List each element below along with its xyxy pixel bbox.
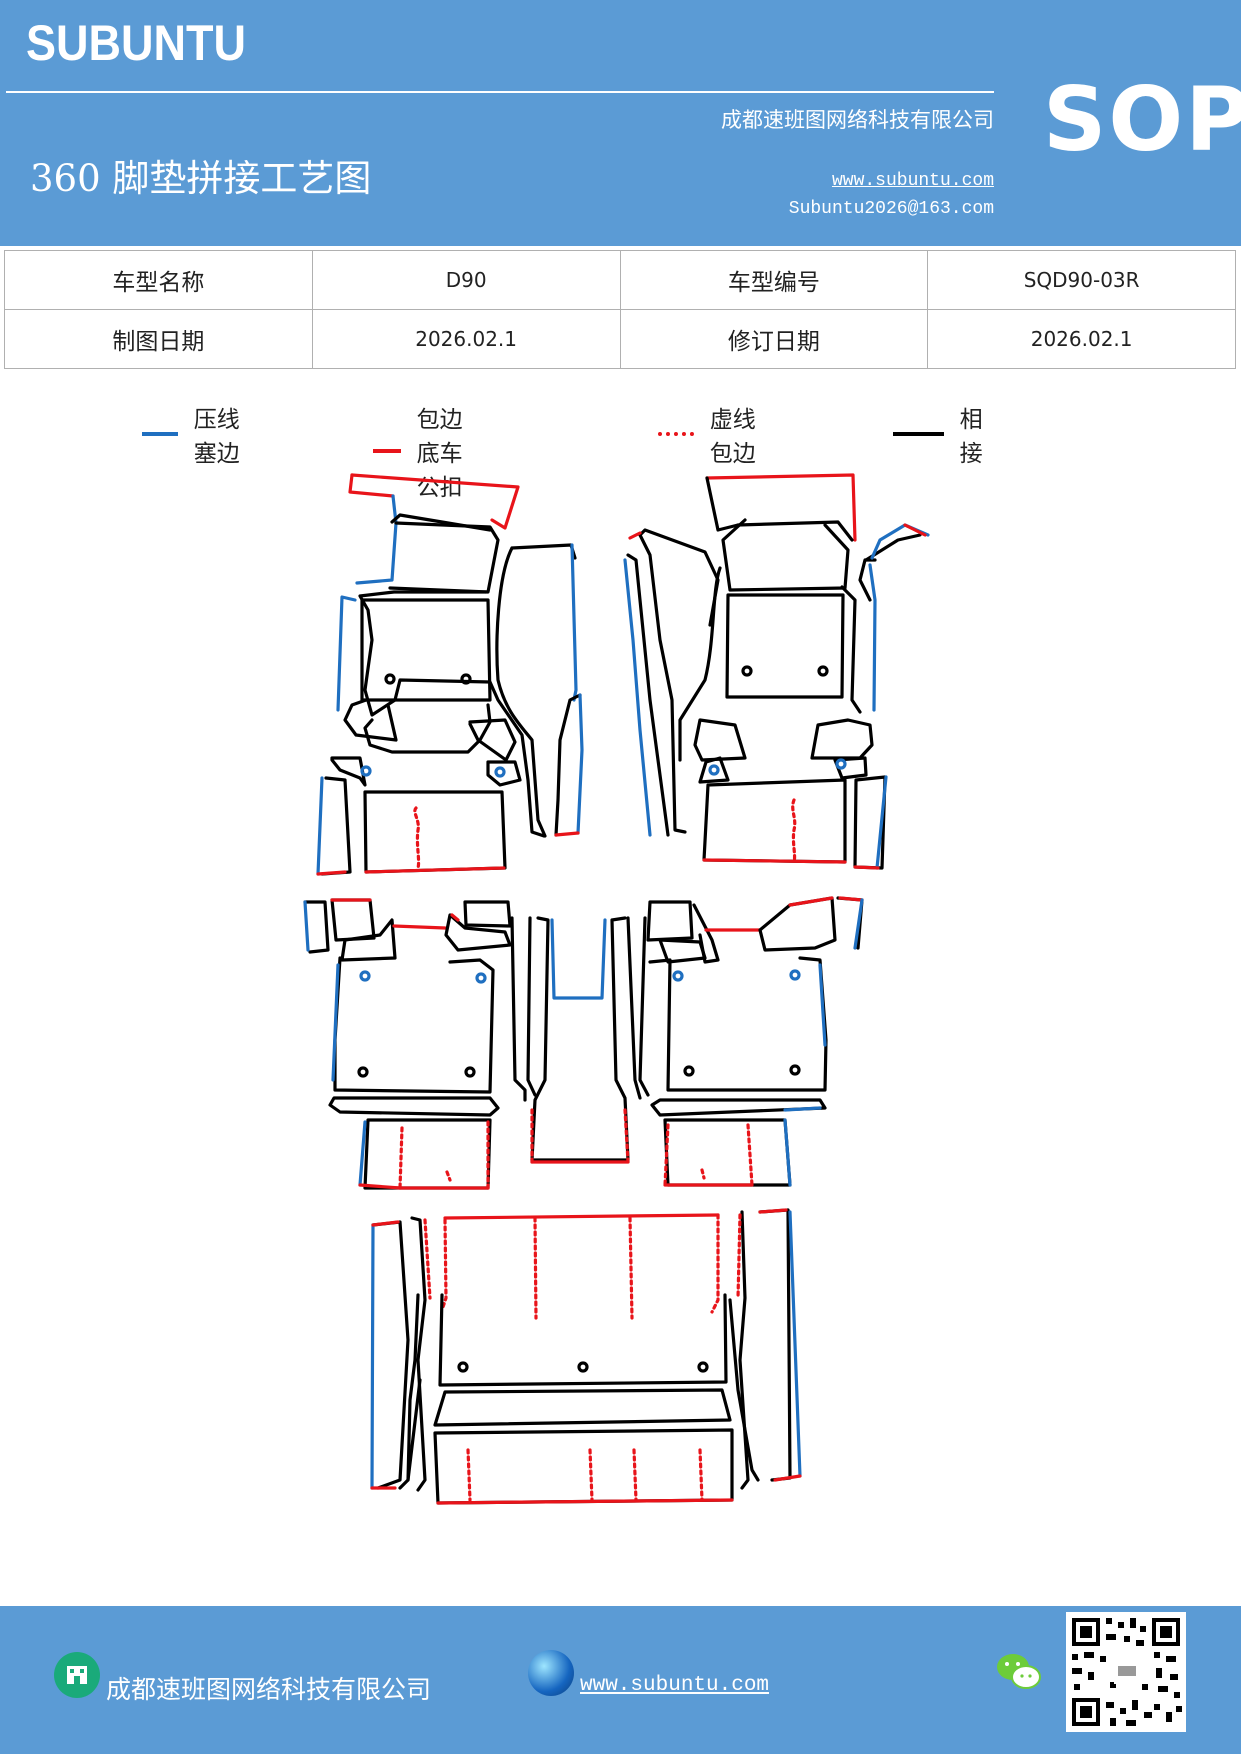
header-website-link[interactable]: www.subuntu.com [831,171,994,191]
info-table: 车型名称 D90 车型编号 SQD90-03R 制图日期 2026.02.1 修… [4,250,1236,369]
legend-item-dotted-edge: 虚线包边 [658,400,761,468]
third-row-mat [370,1208,802,1505]
header-banner: SUBUNTU 360 脚垫拼接工艺图 成都速班图网络科技有限公司 www.su… [0,0,1241,246]
center-tunnel-mat [530,916,630,1164]
front-right-mat [623,473,930,870]
footer-company: 成都速班图网络科技有限公司 [106,1675,432,1704]
qr-code [1066,1612,1186,1732]
legend-item-join: 相接 [893,400,996,468]
draw-date-value: 2026.02.1 [311,309,621,369]
brand-logo: SUBUNTU [26,15,246,71]
model-code-label: 车型编号 [619,250,929,310]
model-name-value: D90 [311,250,621,310]
table-row: 车型名称 D90 车型编号 SQD90-03R [4,250,1236,310]
revise-date-label: 修订日期 [619,309,929,369]
legend-swatch [373,449,401,453]
globe-icon [528,1650,574,1696]
footer-website-link[interactable]: www.subuntu.com [580,1674,770,1697]
legend-item-press-edge: 压线塞边 [142,400,245,468]
draw-date-label: 制图日期 [4,309,313,369]
wechat-icon [995,1650,1043,1698]
header-company: 成都速班图网络科技有限公司 [721,108,994,132]
sop-badge: SOP [1043,68,1241,171]
model-name-label: 车型名称 [4,250,313,310]
legend-swatch [142,432,178,436]
legend-swatch [658,432,694,436]
floor-mat-diagram [303,473,930,1505]
building-icon [54,1652,100,1698]
legend-label: 虚线包边 [709,407,756,467]
header-email[interactable]: Subuntu2026@163.com [788,199,994,219]
header-divider [6,91,994,93]
second-row-right-mat [626,896,864,1187]
front-left-mat [316,473,584,876]
revise-date-value: 2026.02.1 [927,309,1236,369]
legend-swatch [893,432,944,436]
model-code-value: SQD90-03R [927,250,1236,310]
page-title: 360 脚垫拼接工艺图 [30,157,372,200]
table-row: 制图日期 2026.02.1 修订日期 2026.02.1 [4,309,1236,369]
second-row-left-mat [303,898,537,1190]
legend-label: 压线塞边 [193,407,240,467]
legend-label: 相接 [959,407,983,467]
